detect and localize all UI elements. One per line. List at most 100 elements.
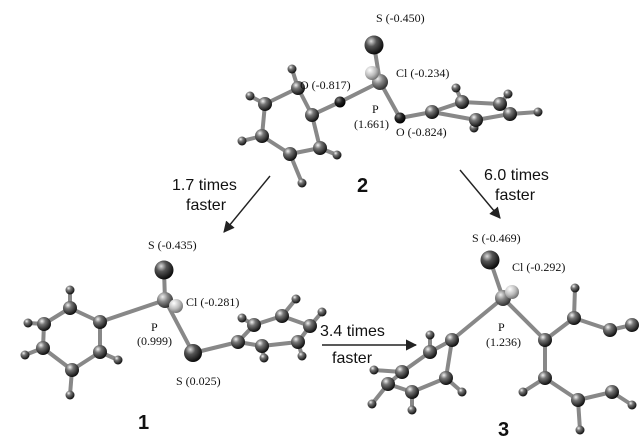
compound-number: 2 — [357, 175, 368, 197]
molecule-1: S (-0.435) Cl (-0.281) P (0.999) S (0.02… — [20, 238, 327, 434]
hydrogen-atom — [317, 307, 327, 317]
hydrogen-atom — [451, 83, 461, 93]
hydrogen-atom — [369, 365, 379, 375]
label-p-charge: (1.661) — [354, 117, 389, 131]
hydrogen-atom — [367, 399, 377, 409]
carbon-atom — [423, 345, 437, 359]
carbon-atom — [291, 81, 305, 95]
hydrogen-atom — [65, 285, 75, 295]
arrow-2-to-1: 1.7 times faster — [172, 175, 271, 233]
hydrogen-atom — [237, 136, 247, 146]
carbon-atom — [93, 315, 107, 329]
carbon-atom — [255, 129, 269, 143]
carbon-atom — [493, 97, 507, 111]
label-p: P — [498, 320, 505, 334]
hydrogen-atom — [259, 353, 269, 363]
hydrogen-atom — [518, 387, 528, 397]
hydrogen-atom — [23, 318, 33, 328]
carbon-atom — [63, 301, 77, 315]
hydrogen-atom — [332, 150, 342, 160]
compound-number: 1 — [138, 412, 149, 434]
label-p-charge: (0.999) — [137, 334, 172, 348]
carbon-atom — [65, 363, 79, 377]
label-s: S (-0.450) — [376, 11, 425, 25]
carbon-atom — [258, 97, 272, 111]
hydrogen-atom — [297, 351, 307, 361]
oxygen-atom — [334, 96, 346, 108]
carbon-atom — [538, 371, 552, 385]
label-o-right: O (-0.824) — [396, 125, 447, 139]
hydrogen-atom — [113, 355, 123, 365]
rate-label-line1: 1.7 times — [172, 177, 237, 194]
label-o-left: O (-0.817) — [300, 78, 351, 92]
hydrogen-atom — [291, 294, 301, 304]
carbon-atom — [275, 309, 289, 323]
carbon-atom — [469, 113, 483, 127]
molecule-3-atoms — [367, 250, 639, 435]
carbon-atom — [625, 318, 639, 332]
molecule-2-labels: S (-0.450) O (-0.817) Cl (-0.234) P (1.6… — [300, 11, 449, 197]
hydrogen-atom — [575, 425, 585, 435]
hydrogen-atom — [20, 350, 30, 360]
molecule-2-bonds — [240, 43, 540, 185]
label-cl: Cl (-0.292) — [512, 260, 565, 274]
carbon-atom — [283, 147, 297, 161]
molecule-1-labels: S (-0.435) Cl (-0.281) P (0.999) S (0.02… — [137, 238, 239, 434]
molecule-1-atoms — [20, 260, 327, 400]
label-s-top: S (-0.435) — [148, 238, 197, 252]
molecule-2: S (-0.450) O (-0.817) Cl (-0.234) P (1.6… — [237, 11, 543, 197]
rate-label-line1: 3.4 times — [320, 323, 385, 340]
hydrogen-atom — [627, 400, 637, 410]
carbon-atom — [231, 335, 245, 349]
compound-number: 3 — [498, 419, 509, 436]
hydrogen-atom — [407, 405, 417, 415]
molecule-2-atoms — [237, 35, 543, 188]
sulfur-atom — [184, 344, 202, 362]
label-p: P — [372, 102, 379, 116]
oxygen-atom — [394, 112, 406, 124]
hydrogen-atom — [287, 64, 297, 74]
chlorine-atom — [505, 285, 519, 299]
carbon-atom — [36, 341, 50, 355]
hydrogen-atom — [570, 283, 580, 293]
arrow-1-to-3: 3.4 times faster — [320, 323, 418, 367]
label-cl: Cl (-0.281) — [186, 295, 239, 309]
carbon-atom — [313, 141, 327, 155]
hydrogen-atom — [65, 390, 75, 400]
chlorine-atom — [365, 66, 379, 80]
carbon-atom — [395, 365, 409, 379]
rate-label-line2: faster — [332, 350, 373, 367]
arrow-2-to-3: 6.0 times faster — [459, 167, 549, 219]
carbon-atom — [37, 317, 51, 331]
carbon-atom — [291, 335, 305, 349]
carbon-atom — [93, 345, 107, 359]
carbon-atom — [571, 393, 585, 407]
label-p: P — [151, 320, 158, 334]
label-p-charge: (1.236) — [486, 335, 521, 349]
label-s: S (-0.469) — [472, 231, 521, 245]
carbon-atom — [381, 377, 395, 391]
hydrogen-atom — [425, 330, 435, 340]
carbon-atom — [255, 339, 269, 353]
carbon-atom — [567, 311, 581, 325]
carbon-atom — [405, 385, 419, 399]
hydrogen-atom — [457, 387, 467, 397]
carbon-atom — [305, 108, 319, 122]
carbon-atom — [445, 333, 459, 347]
label-s-bottom: S (0.025) — [176, 374, 221, 388]
carbon-atom — [603, 323, 617, 337]
hydrogen-atom — [297, 178, 307, 188]
sulfur-atom — [364, 35, 384, 55]
sulfur-atom — [480, 250, 500, 270]
hydrogen-atom — [503, 89, 513, 99]
carbon-atom — [439, 371, 453, 385]
rate-label-line2: faster — [495, 187, 536, 204]
hydrogen-atom — [237, 313, 247, 323]
label-cl: Cl (-0.234) — [396, 66, 449, 80]
molecule-3-labels: S (-0.469) Cl (-0.292) P (1.236) 3 — [472, 231, 565, 436]
carbon-atom — [303, 319, 317, 333]
molecule-3: S (-0.469) Cl (-0.292) P (1.236) 3 — [367, 231, 639, 436]
carbon-atom — [503, 107, 517, 121]
carbon-atom — [538, 333, 552, 347]
